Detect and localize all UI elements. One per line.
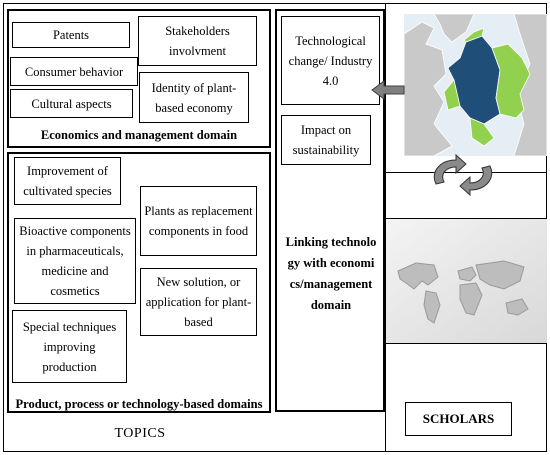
improvement-label: Improvement of cultivated species <box>23 164 112 198</box>
consumer-behavior-box: Consumer behavior <box>10 57 138 86</box>
bioactive-box: Bioactive components in pharmaceuticals,… <box>14 218 136 304</box>
stakeholders-box: Stakeholders involvment <box>138 16 257 66</box>
western-europe-shape <box>404 21 453 156</box>
europe-map-image <box>404 14 547 156</box>
patents-label: Patents <box>52 28 90 42</box>
world-map-bottom-separator <box>386 343 547 344</box>
sustainability-label: Impact on sustainability <box>292 123 360 157</box>
cycle-arrows-icon <box>433 154 493 196</box>
linking-label: Linking technology with economics/manage… <box>285 235 377 312</box>
plants-replacement-label: Plants as replacement components in food <box>144 204 253 238</box>
cultural-aspects-box: Cultural aspects <box>10 89 133 118</box>
world-map-image <box>386 219 547 343</box>
bioactive-label: Bioactive components in pharmaceuticals,… <box>19 224 131 298</box>
new-solution-box: New solution, or application for plant-b… <box>140 268 257 336</box>
africa-shape <box>459 282 483 316</box>
new-solution-label: New solution, or application for plant-b… <box>145 275 252 329</box>
tech-change-box: Technological change/ Industry 4.0 <box>281 16 380 105</box>
identity-label: Identity of plant-based economy <box>151 80 237 115</box>
light-green-region-east <box>491 43 531 119</box>
plants-replacement-box: Plants as replacement components in food <box>140 186 257 256</box>
scholars-box: SCHOLARS <box>405 402 512 436</box>
product-domain-title: Product, process or technology-based dom… <box>15 397 263 411</box>
scandinavia-shape <box>433 14 475 43</box>
scholars-label: SCHOLARS <box>422 411 495 426</box>
sustainability-box: Impact on sustainability <box>281 115 371 165</box>
eastern-europe-shape <box>513 14 547 156</box>
tech-change-label: Technological change/ Industry 4.0 <box>288 33 373 88</box>
special-techniques-box: Special techniques improving production <box>12 310 127 383</box>
identity-box: Identity of plant-based economy <box>139 72 249 123</box>
light-green-region-south <box>469 117 495 147</box>
cultural-aspects-label: Cultural aspects <box>31 96 112 111</box>
europe-shape <box>457 266 477 282</box>
patents-box: Patents <box>12 22 130 48</box>
special-techniques-label: Special techniques improving production <box>22 319 117 374</box>
south-america-shape <box>423 290 441 324</box>
light-green-region-north <box>463 27 485 43</box>
improvement-box: Improvement of cultivated species <box>14 157 121 205</box>
australia-shape <box>505 298 529 316</box>
topics-label: TOPICS <box>114 426 166 441</box>
consumer-behavior-label: Consumer behavior <box>24 64 124 79</box>
world-map-separator <box>386 218 547 219</box>
stakeholders-label: Stakeholders involvment <box>165 24 230 58</box>
north-america-shape <box>397 262 439 290</box>
scholars-divider <box>385 3 386 452</box>
asia-shape <box>475 260 525 290</box>
econ-domain-title: Economics and management domain <box>40 128 238 142</box>
left-arrow-icon <box>371 80 405 100</box>
light-green-region-west <box>443 79 461 111</box>
map-separator <box>386 172 547 173</box>
